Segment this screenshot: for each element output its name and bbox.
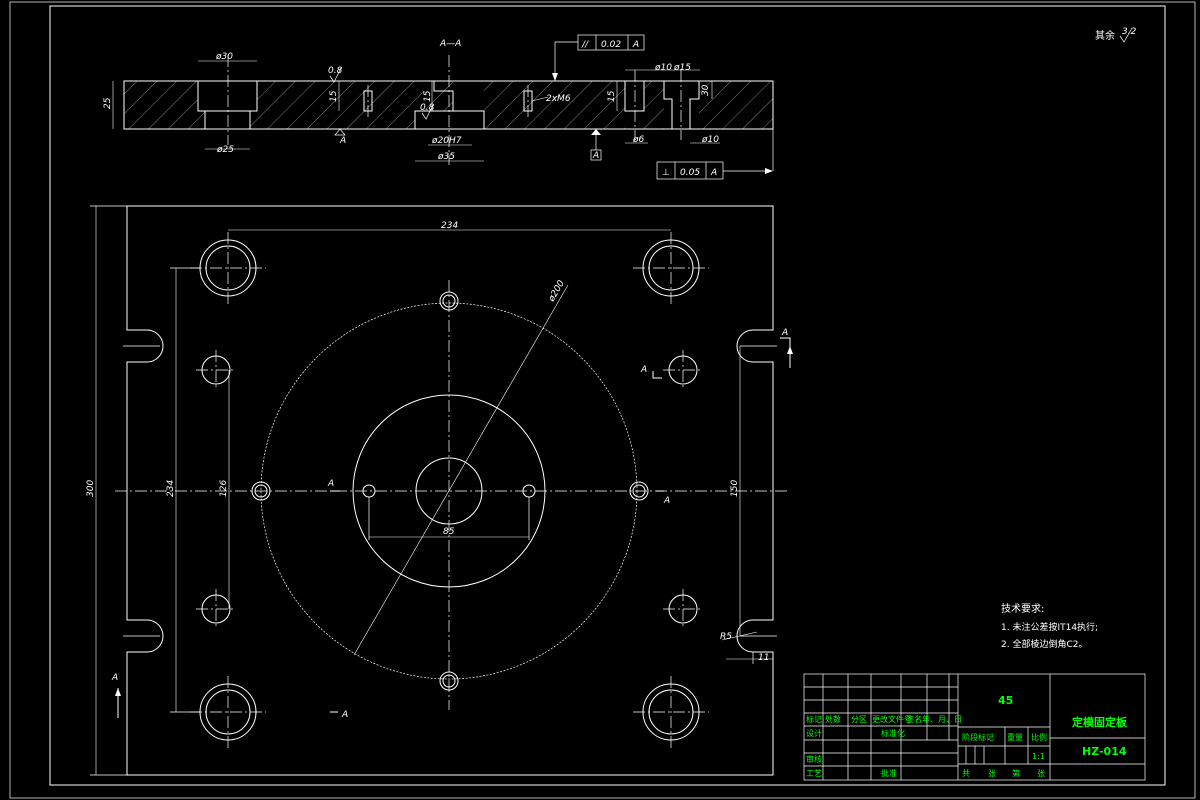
dim-depth15a: 15 — [329, 90, 339, 102]
dim-d35: ø35 — [437, 152, 455, 162]
dim-thread: 2xM6 — [546, 94, 571, 104]
svg-text:A: A — [781, 328, 788, 338]
dim-depth15c: 15 — [607, 90, 617, 102]
dim-d10a: ø10 — [654, 63, 672, 73]
pcd-holes — [251, 291, 649, 691]
dim-d10b: ø10 — [701, 135, 719, 145]
tb-header-2: 分区 — [851, 715, 867, 724]
tol-bottom-symbol: ⊥ — [662, 168, 670, 178]
dim-d15: ø15 — [673, 63, 691, 73]
dim-d85: 85 — [443, 527, 455, 537]
dim-r5: R5 — [720, 632, 732, 642]
tolerance-frame-bottom: ⊥ 0.05 A — [656, 129, 774, 180]
tol-bottom-value: 0.05 — [680, 168, 700, 178]
tb-material: 45 — [998, 694, 1013, 707]
section-marks: A A A A A A — [111, 328, 793, 720]
tech-req-item-1: 1. 未注公差按IT14执行; — [1001, 621, 1098, 633]
roughness-08b: 0.8 — [420, 103, 435, 113]
tech-req-item-2: 2. 全部棱边倒角C2。 — [1001, 638, 1087, 650]
circle-outer — [352, 394, 546, 588]
tb-sheet-2: 第 — [1012, 768, 1020, 778]
svg-text:A: A — [327, 479, 334, 489]
title-block: 标记 处数 分区 更改文件号 签名 年、月、日 设计 标准化 审核 工艺 批准 … — [803, 673, 1146, 781]
tb-header-5: 年、月、日 — [922, 714, 962, 724]
middle-holes — [196, 350, 703, 629]
svg-text:A: A — [341, 710, 348, 720]
dim-h300: 300 — [86, 480, 96, 497]
tb-header-1: 处数 — [825, 714, 841, 724]
outer-frame — [9, 1, 1196, 799]
center-bore — [415, 457, 483, 525]
dim-d30: ø30 — [215, 52, 233, 62]
tb-header-3: 更改文件号 — [872, 714, 912, 724]
dim-h126: 126 — [219, 480, 229, 497]
corner-holes — [190, 232, 709, 748]
section-label: A—A — [439, 39, 461, 49]
tol-bottom-datum: A — [710, 168, 717, 178]
dim-d11: 11 — [758, 653, 769, 663]
inner-frame — [49, 5, 1166, 786]
tb-approve: 批准 — [881, 768, 897, 778]
tb-part-name: 定模固定板 — [1072, 715, 1128, 729]
dim-d25: ø25 — [216, 145, 234, 155]
tb-sheet-0: 共 — [962, 769, 970, 778]
dim-thickness: 25 — [103, 97, 113, 109]
svg-text:A: A — [663, 496, 670, 506]
tb-header-4: 签名 — [906, 714, 922, 724]
tol-top-value: 0.02 — [601, 40, 621, 50]
dim-w234: 234 — [441, 221, 458, 231]
svg-text:A: A — [640, 365, 647, 375]
dim-depth30: 30 — [701, 84, 711, 96]
tb-scale: 1:1 — [1032, 752, 1045, 761]
tolerance-frame-top: // 0.02 A — [552, 34, 645, 81]
tech-requirements: 技术要求: 1. 未注公差按IT14执行; 2. 全部棱边倒角C2。 — [1001, 602, 1098, 650]
tb-drawing-no: HZ-014 — [1082, 745, 1127, 758]
tb-weight: 重量 — [1007, 732, 1023, 742]
svg-text:A: A — [111, 673, 118, 683]
datum-label-left: A — [339, 136, 346, 146]
tb-process: 工艺 — [806, 769, 822, 778]
datum-box-label: A — [592, 151, 599, 161]
roughness-corner-label: 其余 — [1095, 29, 1115, 42]
pcd-circle-200 — [260, 302, 638, 680]
dim-d20h7: ø20H7 — [431, 136, 462, 146]
tb-standard: 标准化 — [881, 728, 905, 738]
tb-stage: 阶段标记 — [962, 732, 994, 742]
dim-h234: 234 — [166, 480, 176, 497]
plan-view: ø200 234 300 234 126 150 85 R5 11 A A A … — [86, 205, 793, 776]
tb-header-0: 标记 — [806, 714, 822, 724]
plate-outline — [126, 205, 774, 776]
tol-top-symbol: // — [581, 40, 589, 50]
roughness-symbol-icon — [1119, 27, 1133, 43]
roughness-corner-value: 3.2 — [1122, 27, 1137, 37]
tb-sheet-1: 张 — [988, 769, 996, 778]
tech-req-title: 技术要求: — [1001, 602, 1044, 615]
tb-sheet-3: 张 — [1037, 769, 1045, 778]
dim-depth15b: 15 — [423, 90, 433, 102]
tb-audit: 审核 — [806, 754, 822, 764]
roughness-08a: 0.8 — [328, 66, 343, 76]
dim-d6: ø6 — [632, 135, 645, 145]
tol-top-datum: A — [632, 40, 639, 50]
dim-h150: 150 — [730, 480, 740, 497]
tb-design: 设计 — [806, 728, 822, 738]
section-view: A—A ø30 ø25 25 — [103, 34, 774, 180]
tb-scale-label: 比例 — [1031, 732, 1047, 742]
